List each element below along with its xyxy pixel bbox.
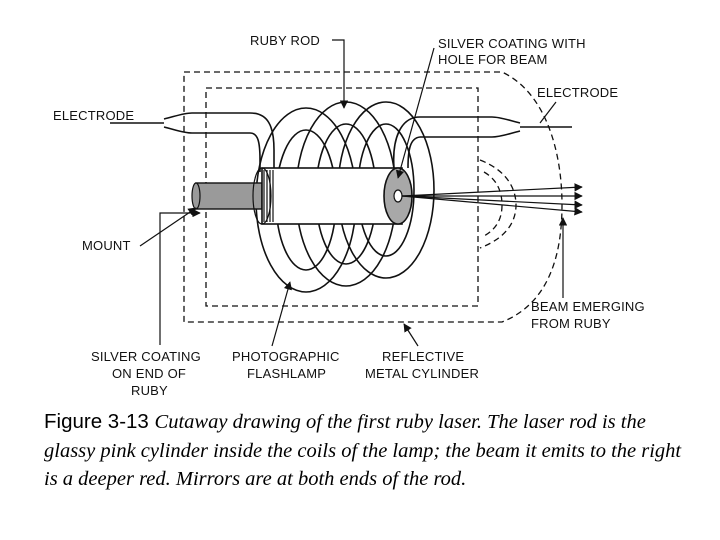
figure-number: Figure 3-13 [44, 410, 149, 433]
flashlamp-left-tube-inner [249, 132, 261, 172]
electrode-left-tip-lower [163, 126, 250, 134]
label-silver-end-3: RUBY [131, 383, 168, 398]
label-mount: MOUNT [82, 238, 131, 253]
leader-silver-hole [395, 47, 435, 179]
figure-caption-text: Cutaway drawing of the first ruby laser.… [44, 411, 682, 490]
label-flashlamp-1: PHOTOGRAPHIC [232, 349, 340, 364]
leader-ruby-rod [332, 39, 349, 109]
ruby-laser-diagram: RUBY ROD SILVER COATING WITH HOLE FOR BE… [53, 33, 645, 398]
ruby-rod-threads [252, 167, 274, 225]
leader-cylinder [403, 323, 419, 347]
label-ruby-rod: RUBY ROD [250, 33, 320, 48]
reflective-cylinder-outline [183, 71, 563, 323]
cylinder-end-curve-2 [483, 171, 503, 237]
electrode-right-tube-inner [407, 136, 421, 169]
leader-flashlamp [271, 281, 292, 347]
label-cylinder-2: METAL CYLINDER [365, 366, 479, 381]
label-electrode-right: ELECTRODE [537, 85, 618, 100]
label-silver-end-1: SILVER COATING [91, 349, 201, 364]
label-silver-hole-1: SILVER COATING WITH [438, 36, 586, 51]
leader-silver-end [159, 208, 201, 345]
leader-electrode-right [539, 101, 557, 124]
label-beam-1: BEAM EMERGING [531, 299, 645, 314]
laser-beam [401, 183, 583, 216]
ruby-rod [261, 167, 403, 225]
mount [195, 182, 263, 210]
label-silver-hole-2: HOLE FOR BEAM [438, 52, 548, 67]
figure-caption: Figure 3-13 Cutaway drawing of the first… [44, 408, 684, 494]
label-beam-2: FROM RUBY [531, 316, 611, 331]
label-silver-end-2: ON END OF [112, 366, 186, 381]
beam-hole [393, 189, 403, 203]
label-cylinder-1: REFLECTIVE [382, 349, 464, 364]
label-electrode-left: ELECTRODE [53, 108, 134, 123]
electrode-right-tube [392, 116, 421, 169]
electrode-left-tip [163, 112, 250, 120]
flashlamp-left-tube [249, 112, 275, 168]
cylinder-end-curve [479, 159, 517, 249]
electrode-right-tip-lower [420, 130, 521, 138]
electrode-right-tip [420, 116, 521, 124]
label-flashlamp-2: FLASHLAMP [247, 366, 326, 381]
leader-mount [139, 207, 197, 247]
